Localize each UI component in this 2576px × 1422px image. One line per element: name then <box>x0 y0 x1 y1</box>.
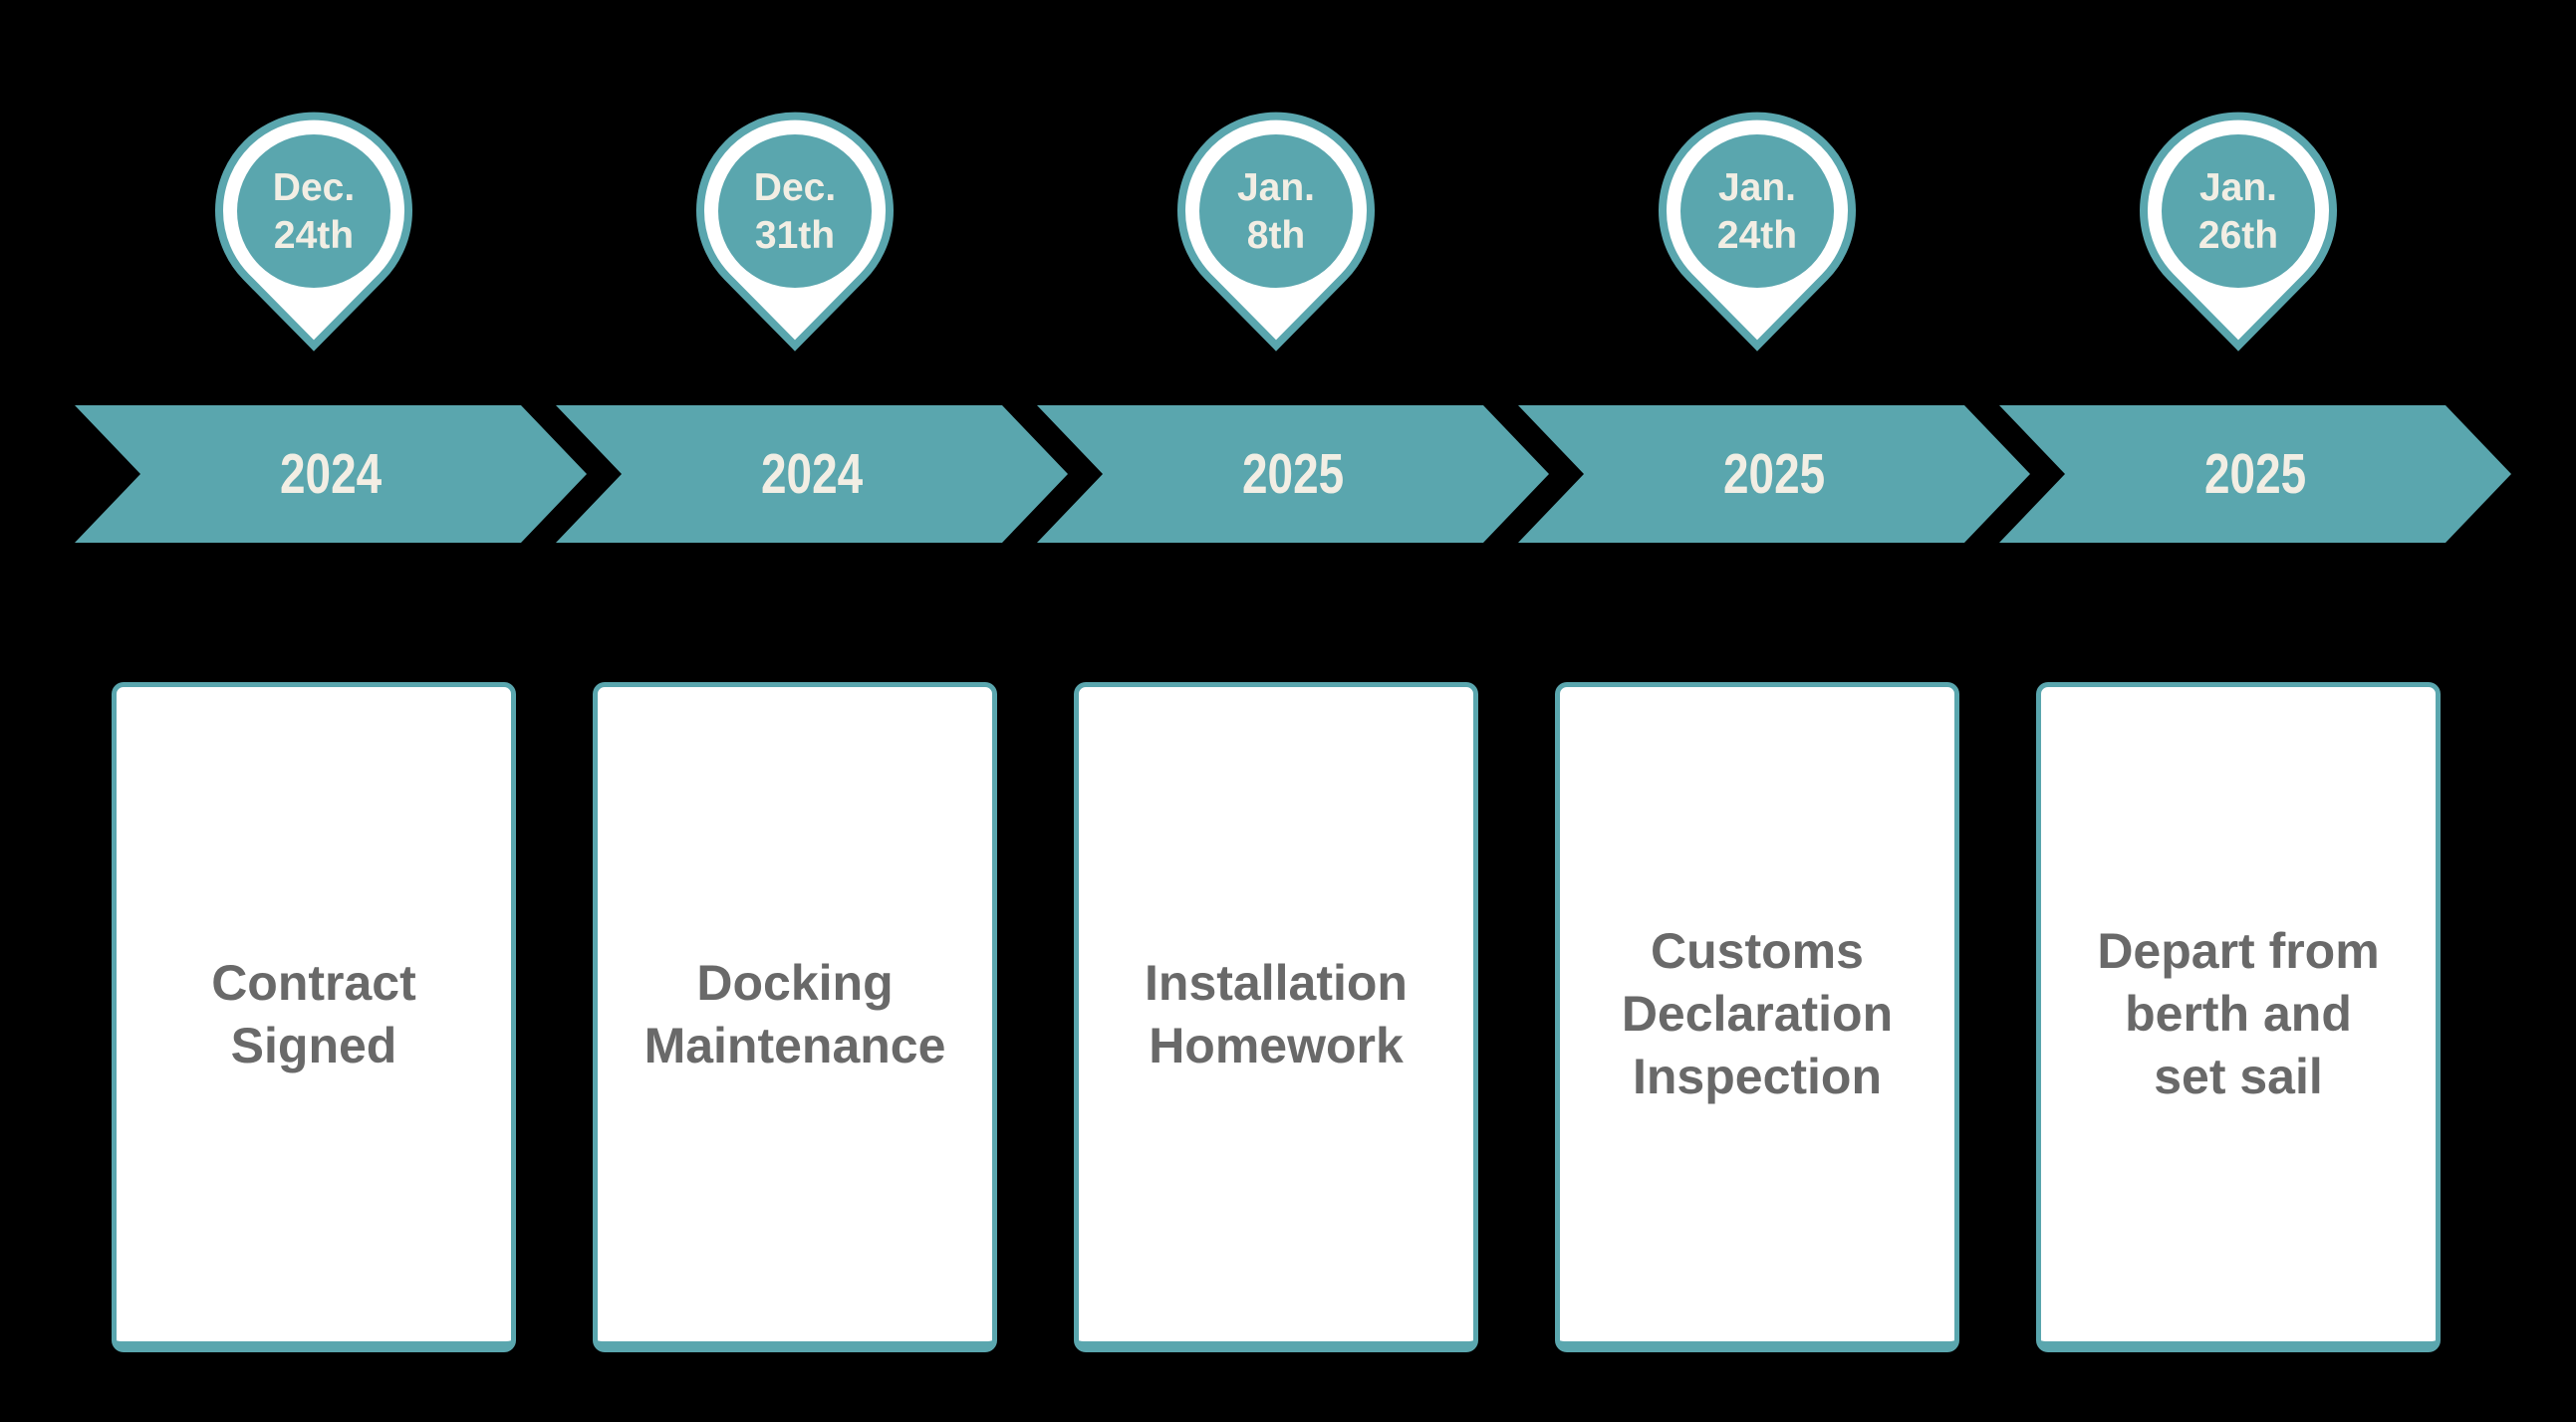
milestone-card: Customs Declaration Inspection <box>1555 682 1959 1352</box>
year-banner: 2025 <box>1999 405 2511 543</box>
milestone-line: Signed <box>230 1017 397 1073</box>
pin-date-month: Jan. <box>2199 166 2277 209</box>
year-banner: 2024 <box>556 405 1068 543</box>
timeline-stage-1: Dec. 24th 2024 Contract Signed <box>75 0 587 1422</box>
date-pin: Jan. 24th <box>1653 110 1862 354</box>
milestone-line: set sail <box>2154 1049 2323 1104</box>
year-label: 2024 <box>279 442 383 506</box>
timeline-stage-4: Jan. 24th 2025 Customs Declaration Inspe… <box>1518 0 2030 1422</box>
pin-date-month: Dec. <box>754 166 836 209</box>
pin-date-day: 8th <box>1247 214 1306 257</box>
year-label: 2025 <box>1722 442 1826 506</box>
milestone-card: Depart from berth and set sail <box>2036 682 2441 1352</box>
date-pin: Jan. 26th <box>2134 110 2343 354</box>
milestone-card: Installation Homework <box>1074 682 1478 1352</box>
timeline-stage-5: Jan. 26th 2025 Depart from berth and set… <box>1999 0 2511 1422</box>
year-label: 2024 <box>760 442 864 506</box>
milestone-line: Customs <box>1651 923 1864 979</box>
milestone-card: Contract Signed <box>112 682 516 1352</box>
map-pin-icon: Jan. 8th <box>1177 112 1375 352</box>
milestone-line: Depart from <box>2097 923 2380 979</box>
timeline-stage-3: Jan. 8th 2025 Installation Homework <box>1037 0 1549 1422</box>
year-banner: 2025 <box>1518 405 2030 543</box>
map-pin-icon: Jan. 26th <box>2140 112 2337 352</box>
milestone-line: Homework <box>1149 1017 1404 1073</box>
pin-circle <box>1199 134 1353 288</box>
pin-date-day: 31th <box>755 214 835 257</box>
milestone-line: Installation <box>1145 954 1408 1011</box>
map-pin-icon: Dec. 31th <box>696 112 894 352</box>
milestone-line: Inspection <box>1632 1049 1883 1104</box>
pin-date-day: 26th <box>2198 214 2278 257</box>
map-pin-icon: Dec. 24th <box>215 112 412 352</box>
pin-circle <box>718 134 872 288</box>
pin-circle <box>2162 134 2315 288</box>
year-banner: 2024 <box>75 405 587 543</box>
date-pin: Dec. 31th <box>690 110 900 354</box>
milestone-line: Declaration <box>1621 986 1894 1042</box>
pin-date-day: 24th <box>274 214 354 257</box>
year-label: 2025 <box>2203 442 2307 506</box>
milestone-line: Docking <box>696 954 894 1011</box>
date-pin: Jan. 8th <box>1171 110 1381 354</box>
year-banner: 2025 <box>1037 405 1549 543</box>
pin-date-month: Dec. <box>273 166 355 209</box>
milestone-line: Contract <box>211 954 416 1011</box>
map-pin-icon: Jan. 24th <box>1659 112 1856 352</box>
pin-circle <box>237 134 390 288</box>
milestone-card: Docking Maintenance <box>593 682 997 1352</box>
pin-circle <box>1680 134 1834 288</box>
pin-date-month: Jan. <box>1718 166 1796 209</box>
timeline-stage-2: Dec. 31th 2024 Docking Maintenance <box>556 0 1068 1422</box>
milestone-line: Maintenance <box>644 1017 946 1073</box>
date-pin: Dec. 24th <box>209 110 418 354</box>
year-label: 2025 <box>1241 442 1345 506</box>
pin-date-day: 24th <box>1717 214 1797 257</box>
milestone-line: berth and <box>2125 986 2352 1042</box>
pin-date-month: Jan. <box>1237 166 1315 209</box>
